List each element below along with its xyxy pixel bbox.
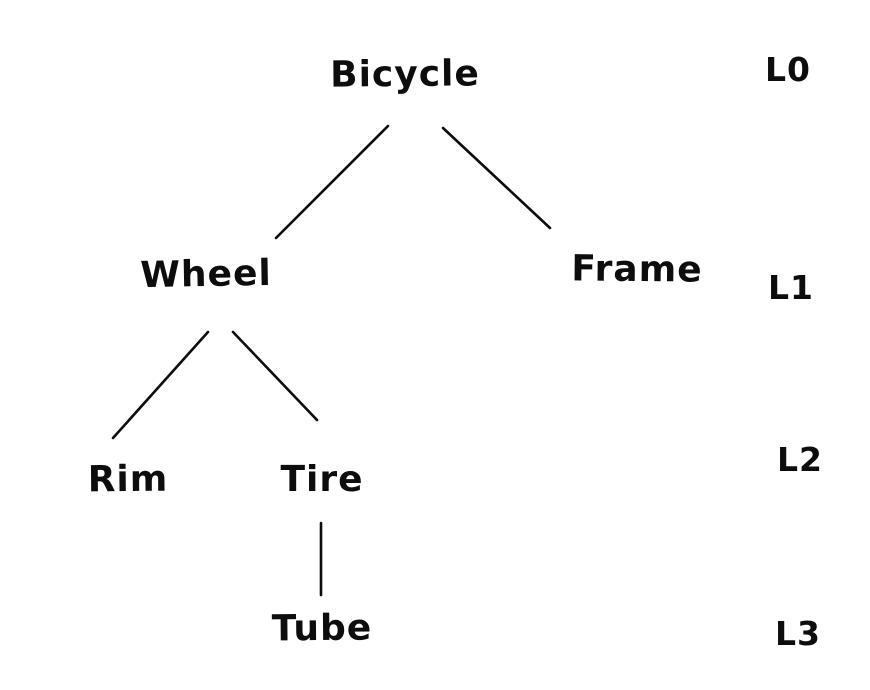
node-tube: Tube [271, 607, 373, 650]
level-label-l3: L3 [775, 614, 821, 653]
node-frame: Frame [571, 248, 703, 291]
level-label-l1: L1 [768, 268, 814, 307]
node-tire: Tire [280, 459, 364, 500]
level-label-l2: L2 [777, 440, 823, 479]
edge-wheel-rim [111, 330, 210, 440]
edge-wheel-tire [231, 330, 319, 422]
node-bicycle: Bicycle [329, 53, 481, 96]
node-rim: Rim [87, 458, 169, 501]
edge-bicycle-wheel [274, 124, 390, 240]
edge-bicycle-frame [441, 126, 552, 230]
level-label-l0: L0 [765, 50, 811, 89]
node-wheel: Wheel [139, 252, 273, 297]
